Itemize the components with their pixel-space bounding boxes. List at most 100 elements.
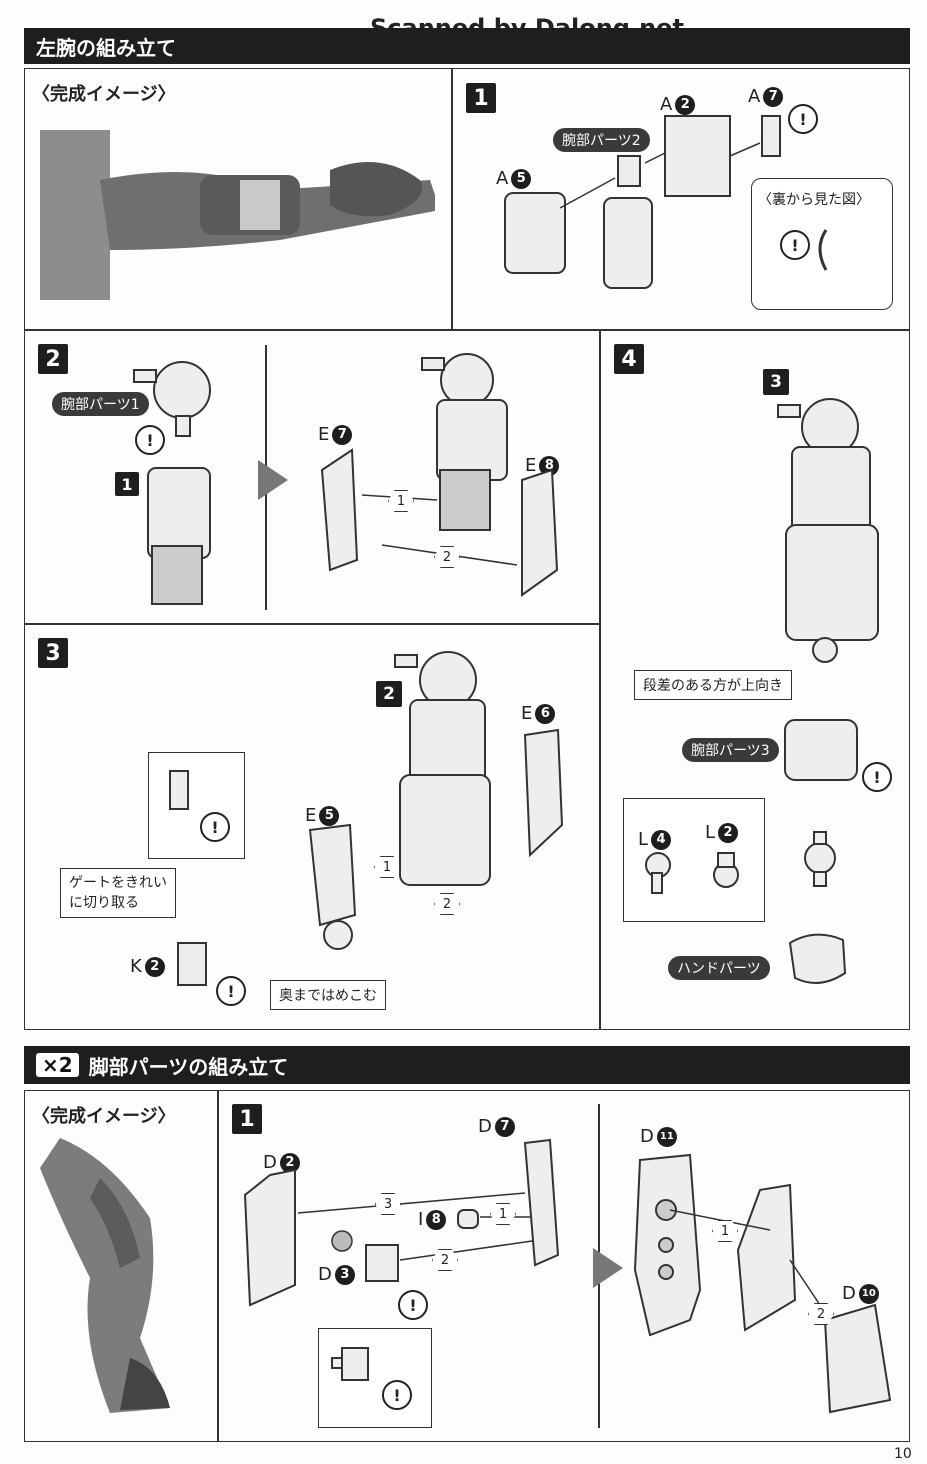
warning-icon: ! xyxy=(200,812,230,842)
step4-arm-drawing xyxy=(777,398,879,663)
part-letter: I xyxy=(418,1209,424,1230)
part-number: 7 xyxy=(494,1116,515,1137)
gate-detail-part xyxy=(169,770,189,810)
part-letter: A xyxy=(496,168,509,189)
pill-arm-part-3: 腕部パーツ3 xyxy=(682,738,779,762)
sub-step-number: 1 xyxy=(115,472,139,496)
part-number: 7 xyxy=(332,424,353,445)
step3-drawing xyxy=(308,651,564,950)
part-letter: A xyxy=(748,86,761,107)
multiplier-badge: ×2 xyxy=(36,1053,79,1077)
leg-image-panel xyxy=(24,1090,218,1442)
part-number: 2 xyxy=(144,956,165,977)
sequence-2: 2 xyxy=(434,893,460,915)
step2-panel xyxy=(24,330,600,624)
hand-drawing xyxy=(788,933,847,984)
part-letter: D xyxy=(318,1264,332,1285)
pill-hand-part: ハンドパーツ xyxy=(668,956,770,980)
joint-drawing xyxy=(804,831,836,887)
page-number: 10 xyxy=(894,1446,912,1462)
step2-left-drawing xyxy=(133,361,211,605)
step-orientation-note: 段差のある方が上向き xyxy=(634,670,792,700)
step-number: 3 xyxy=(38,638,68,668)
next-arrow xyxy=(258,460,288,500)
step1-panel xyxy=(452,68,910,330)
part-number: 8 xyxy=(539,455,560,476)
section-title: 左腕の組み立て xyxy=(36,35,176,60)
warning-icon: ! xyxy=(382,1380,412,1410)
step2-right-drawing xyxy=(320,353,559,597)
l-parts-drawing xyxy=(645,852,739,894)
warning-icon: ! xyxy=(216,976,246,1006)
part-letter: D xyxy=(263,1152,277,1173)
arm-photo xyxy=(40,130,435,300)
step-number: 2 xyxy=(38,344,68,374)
gate-note-line2: に切り取る xyxy=(69,895,139,911)
step-number: 1 xyxy=(466,83,496,113)
d3-detail-callout xyxy=(318,1328,432,1428)
sequence-1: 1 xyxy=(374,856,400,878)
leg-right-drawing xyxy=(633,1153,892,1414)
part-number: 2 xyxy=(279,1152,300,1173)
back-view-callout xyxy=(751,178,893,310)
push-note: 奥まではめこむ xyxy=(270,980,386,1010)
part-number: 2 xyxy=(718,822,739,843)
next-arrow xyxy=(593,1248,623,1288)
leg-left-drawing xyxy=(243,1138,560,1307)
section-left-arm-header: 左腕の組み立て xyxy=(24,28,910,64)
part-letter: E xyxy=(305,805,317,826)
part-letter: L xyxy=(638,829,649,850)
back-view-label: 〈裏から見た図〉 xyxy=(758,192,870,208)
part-letter: D xyxy=(842,1283,856,1304)
part-letter: K xyxy=(130,956,142,977)
warning-icon: ! xyxy=(862,762,892,792)
part-number: 2 xyxy=(675,94,696,115)
part-number: 3 xyxy=(334,1264,355,1285)
part-number: 6 xyxy=(535,703,556,724)
pill-arm-part-2: 腕部パーツ2 xyxy=(553,128,650,152)
arm-part-3-drawing xyxy=(784,719,858,781)
sequence-1: 1 xyxy=(712,1220,738,1242)
part-number: 7 xyxy=(763,86,784,107)
sequence-2: 2 xyxy=(434,546,460,568)
part-number: 5 xyxy=(319,805,340,826)
part-number: 5 xyxy=(511,168,532,189)
step4-panel xyxy=(600,330,910,1030)
completed-image-heading: 〈完成イメージ〉 xyxy=(32,84,176,105)
sequence-3: 3 xyxy=(375,1193,401,1215)
leg-step1-panel xyxy=(218,1090,910,1442)
completed-image-heading: 〈完成イメージ〉 xyxy=(32,1106,176,1127)
gate-note-line1: ゲートをきれい xyxy=(69,875,167,891)
k2-part xyxy=(177,942,207,986)
sequence-1: 1 xyxy=(490,1203,516,1225)
part-letter: E xyxy=(525,455,537,476)
part-number: 11 xyxy=(656,1126,677,1147)
step1-parts-drawing xyxy=(504,115,781,289)
back-view-part xyxy=(818,229,828,271)
sequence-2: 2 xyxy=(808,1303,834,1325)
sequence-1: 1 xyxy=(388,490,414,512)
part-letter: E xyxy=(318,424,330,445)
warning-icon: ! xyxy=(135,425,165,455)
leg-photo xyxy=(40,1138,170,1413)
sub-step-number: 3 xyxy=(763,369,789,395)
completed-image-panel xyxy=(24,68,452,330)
pill-arm-part-1: 腕部パーツ1 xyxy=(52,392,149,416)
part-number: 8 xyxy=(426,1209,447,1230)
sub-step-number: 2 xyxy=(376,681,402,707)
part-number: 10 xyxy=(858,1283,879,1304)
